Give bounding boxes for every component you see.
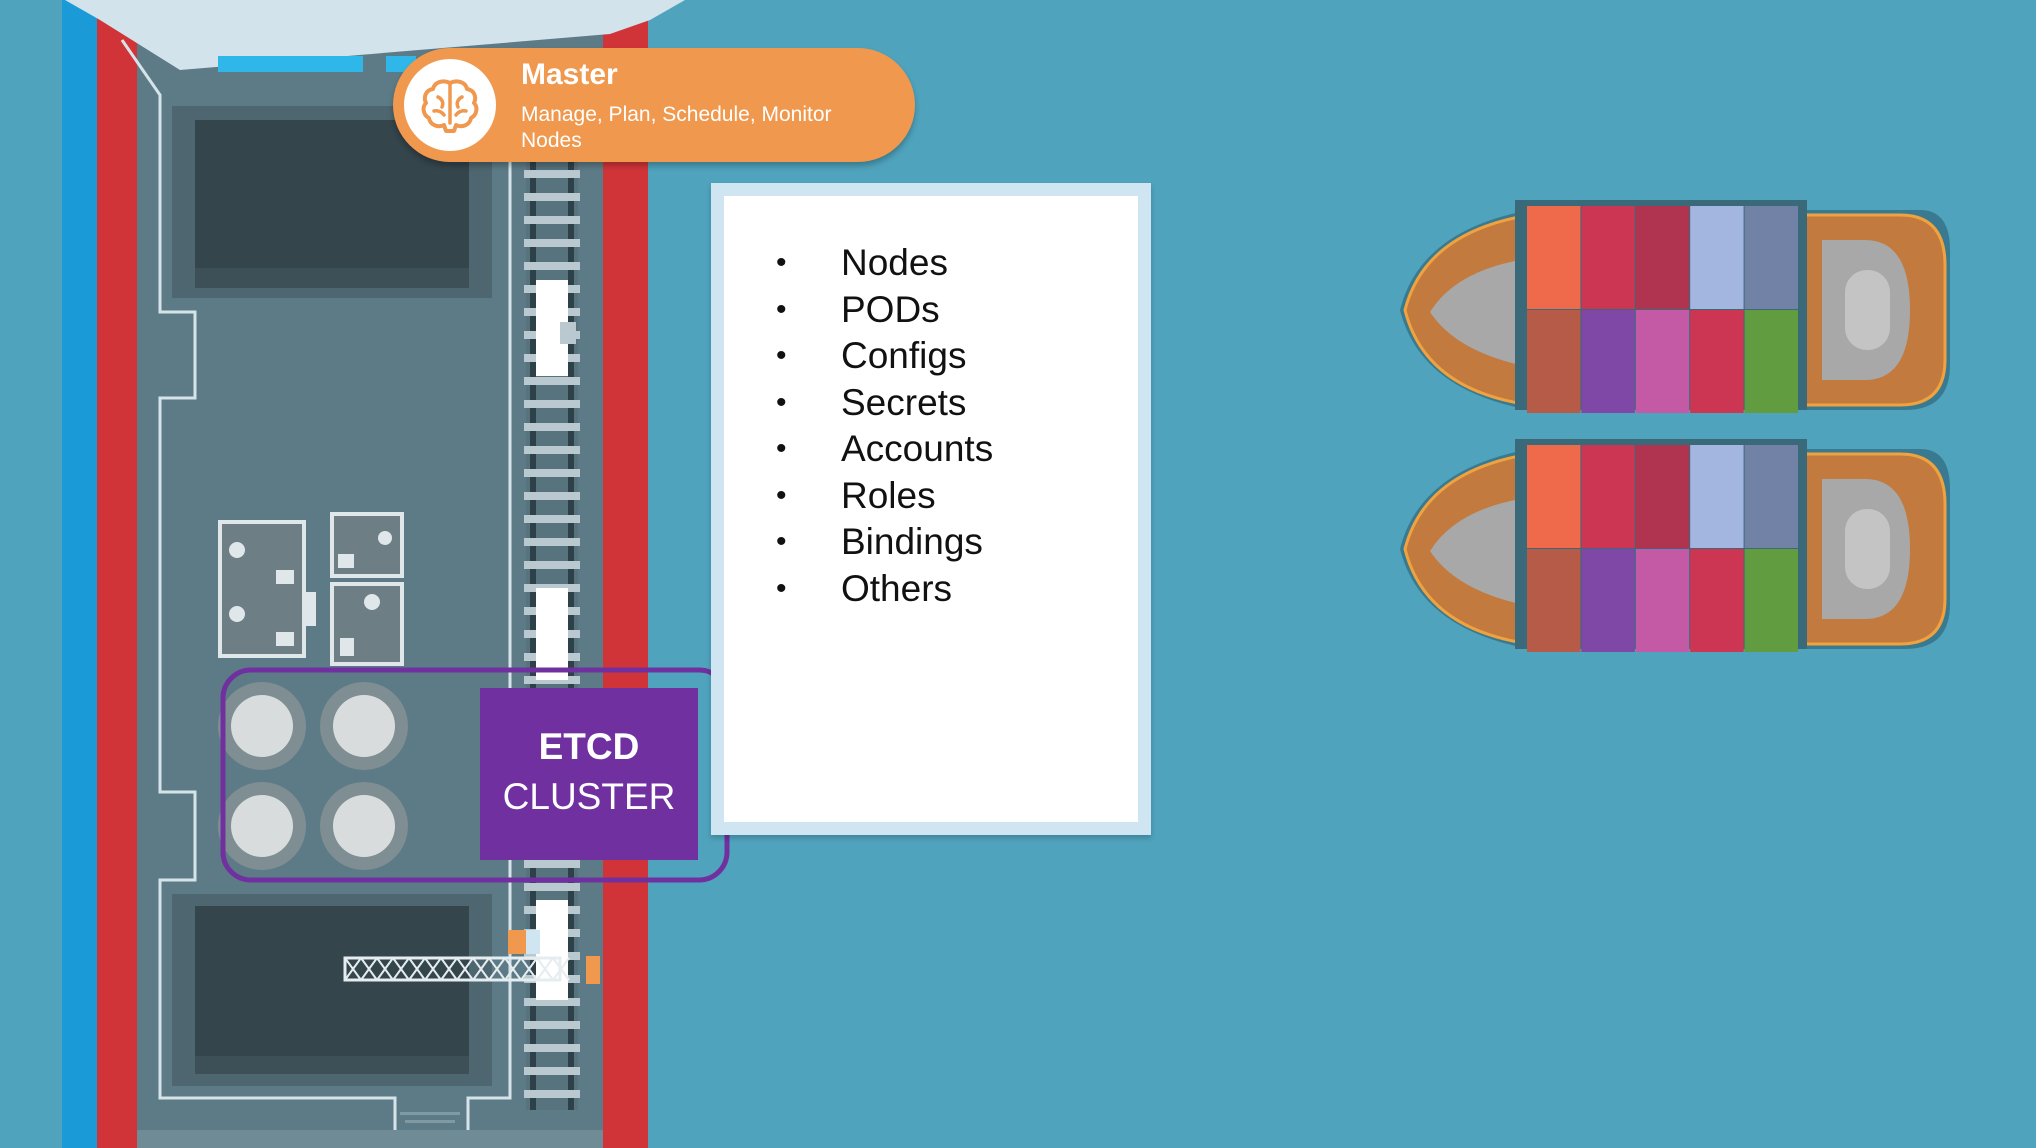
etcd-disks xyxy=(218,682,408,870)
cluster-data-list: •Nodes •PODs •Configs •Secrets •Accounts… xyxy=(776,240,993,612)
crane xyxy=(343,930,600,984)
storage-units xyxy=(218,512,404,666)
list-item: •Accounts xyxy=(776,428,994,469)
rail-cart xyxy=(536,900,568,1000)
list-item: •Bindings xyxy=(776,521,983,562)
etcd-subtitle: CLUSTER xyxy=(502,776,676,817)
list-item: •Secrets xyxy=(776,381,967,423)
etcd-cluster-label: ETCD CLUSTER xyxy=(480,688,698,860)
worker-ship xyxy=(1400,439,1950,652)
master-subtitle: Manage, Plan, Schedule, Monitor Nodes xyxy=(521,103,832,152)
cargo-hold-bottom xyxy=(172,894,492,1086)
etcd-title: ETCD xyxy=(538,726,640,767)
cluster-data-panel: •Nodes •PODs •Configs •Secrets •Accounts… xyxy=(711,183,1151,835)
list-item: •Nodes xyxy=(776,242,948,283)
master-banner: Master Manage, Plan, Schedule, Monitor N… xyxy=(393,48,915,162)
list-item: •Others xyxy=(776,567,953,609)
list-item: •Roles xyxy=(776,474,936,516)
master-title: Master xyxy=(521,58,618,91)
master-icon-badge xyxy=(404,59,496,151)
rail-cart xyxy=(536,588,568,680)
brain-icon xyxy=(421,79,479,133)
cluster-data-panel-inner: •Nodes •PODs •Configs •Secrets •Accounts… xyxy=(724,196,1138,822)
worker-ship xyxy=(1400,200,1950,413)
list-item: •PODs xyxy=(776,288,940,330)
ship-bow-deck xyxy=(65,0,685,70)
master-ship xyxy=(62,0,730,1148)
list-item: •Configs xyxy=(776,335,967,376)
cargo-hold-top xyxy=(172,106,492,298)
